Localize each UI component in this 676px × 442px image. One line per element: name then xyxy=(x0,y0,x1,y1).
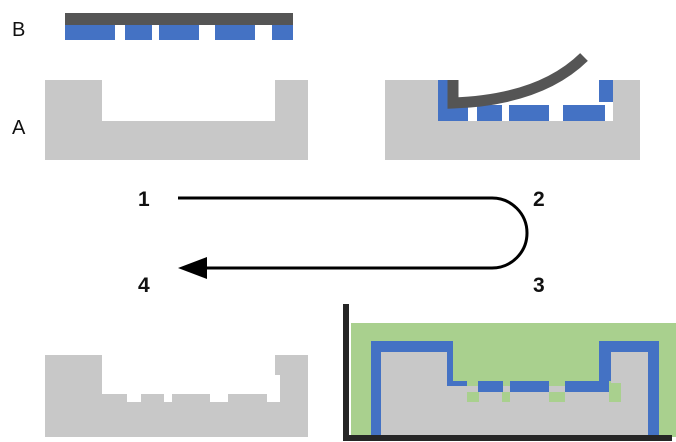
pattern-block xyxy=(438,105,468,121)
pattern-block xyxy=(159,25,199,40)
pattern-block xyxy=(477,105,502,121)
etch-pit xyxy=(467,392,479,402)
etch-pit xyxy=(502,392,510,402)
mask-outline xyxy=(371,341,467,437)
etched-substrate xyxy=(45,355,308,437)
panel-3 xyxy=(343,304,676,441)
panel-1 xyxy=(45,13,308,160)
pattern-block xyxy=(215,25,255,40)
panel-2 xyxy=(385,53,640,160)
bath-container xyxy=(343,304,672,441)
pattern-block xyxy=(65,25,115,40)
step-3-label: 3 xyxy=(533,274,545,297)
layer-b-film xyxy=(65,13,293,40)
substrate-a xyxy=(45,80,308,160)
mask-outline xyxy=(599,341,659,437)
pattern-block xyxy=(509,105,549,121)
pattern-block xyxy=(478,381,503,392)
pattern-block xyxy=(599,80,613,102)
pattern-block xyxy=(125,25,152,40)
step-4-label: 4 xyxy=(138,274,150,297)
etch-pit xyxy=(609,383,621,402)
film-backing xyxy=(65,13,293,25)
process-arrow xyxy=(178,196,529,279)
arrow-head xyxy=(178,257,207,279)
substrate-a xyxy=(385,80,640,160)
label-b: B xyxy=(12,19,25,41)
step-2-label: 2 xyxy=(533,188,545,211)
pattern-block xyxy=(510,381,549,392)
label-a: A xyxy=(12,117,26,139)
film-backing-peel xyxy=(447,53,588,109)
arrow-line xyxy=(178,196,529,270)
pattern-block xyxy=(563,105,605,121)
step-1-label: 1 xyxy=(138,188,150,211)
pattern-block xyxy=(272,25,293,40)
etch-pit xyxy=(549,392,565,402)
panel-4 xyxy=(45,355,308,437)
pattern-block xyxy=(565,381,609,392)
